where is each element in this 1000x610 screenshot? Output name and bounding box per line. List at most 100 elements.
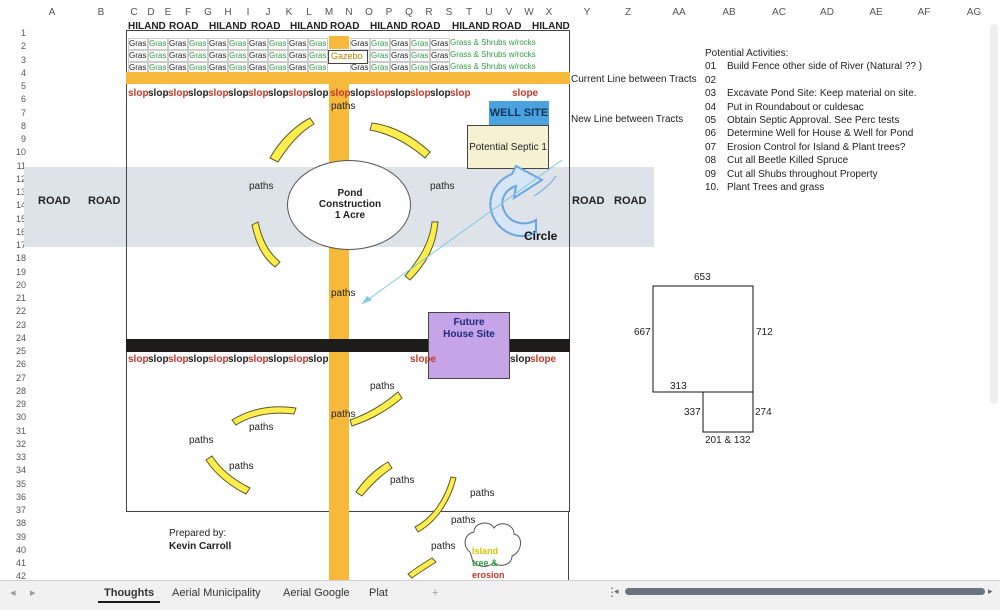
column-header-ac[interactable]: AC bbox=[772, 7, 786, 18]
top-road-cell: HILAND bbox=[452, 21, 490, 32]
column-header-l[interactable]: L bbox=[306, 7, 312, 18]
row-header-30[interactable]: 30 bbox=[15, 412, 26, 423]
row-header-38[interactable]: 38 bbox=[15, 518, 26, 529]
row-header-27[interactable]: 27 bbox=[15, 372, 26, 383]
column-header-e[interactable]: E bbox=[164, 7, 172, 18]
column-header-g[interactable]: G bbox=[204, 7, 212, 18]
column-header-q[interactable]: Q bbox=[405, 7, 413, 18]
tab-scroll-right-icon[interactable]: ▸ bbox=[30, 587, 36, 599]
row-header-20[interactable]: 20 bbox=[15, 279, 26, 290]
column-header-t[interactable]: T bbox=[465, 7, 473, 18]
row-header-4[interactable]: 4 bbox=[20, 67, 26, 78]
row-header-22[interactable]: 22 bbox=[15, 306, 26, 317]
row-header-12[interactable]: 12 bbox=[15, 173, 26, 184]
future-house-box: Future House Site bbox=[428, 312, 510, 379]
row-header-23[interactable]: 23 bbox=[15, 319, 26, 330]
row-header-2[interactable]: 2 bbox=[20, 41, 26, 52]
row-header-17[interactable]: 17 bbox=[15, 240, 26, 250]
column-header-h[interactable]: H bbox=[224, 7, 232, 18]
row-header-6[interactable]: 6 bbox=[20, 94, 26, 105]
hscroll-left-icon[interactable]: ◂ bbox=[614, 586, 619, 596]
tab-plat[interactable]: Plat bbox=[369, 587, 388, 599]
slope-cell: slop bbox=[510, 354, 530, 365]
grass-cell: Gras bbox=[228, 50, 248, 62]
column-header-af[interactable]: AF bbox=[917, 7, 931, 18]
well-site-label: WELL SITE bbox=[489, 107, 549, 119]
column-header-ab[interactable]: AB bbox=[722, 7, 736, 18]
tab-aerial-municipality[interactable]: Aerial Municipality bbox=[172, 587, 261, 599]
column-header-o[interactable]: O bbox=[365, 7, 373, 18]
path-lower-right-1 bbox=[349, 391, 403, 427]
column-header-r[interactable]: R bbox=[425, 7, 433, 18]
row-header-16[interactable]: 16 bbox=[15, 226, 26, 237]
row-header-41[interactable]: 41 bbox=[15, 558, 26, 568]
column-header-f[interactable]: F bbox=[184, 7, 192, 18]
row-header-10[interactable]: 10 bbox=[15, 147, 26, 158]
column-header-x[interactable]: X bbox=[545, 7, 553, 18]
row-header-40[interactable]: 40 bbox=[15, 544, 26, 555]
column-header-n[interactable]: N bbox=[345, 7, 353, 18]
row-header-21[interactable]: 21 bbox=[15, 293, 26, 303]
row-header-25[interactable]: 25 bbox=[15, 346, 26, 356]
row-header-35[interactable]: 35 bbox=[15, 478, 26, 489]
column-header-w[interactable]: W bbox=[524, 7, 534, 18]
more-options-icon[interactable]: ⋮ bbox=[606, 585, 618, 599]
hscroll-right-icon[interactable]: ▸ bbox=[988, 586, 993, 596]
vertical-scrollbar[interactable] bbox=[990, 24, 998, 404]
row-header-31[interactable]: 31 bbox=[15, 425, 26, 436]
add-sheet-button[interactable]: + bbox=[432, 587, 439, 599]
row-header-9[interactable]: 9 bbox=[20, 134, 26, 144]
column-header-k[interactable]: K bbox=[285, 7, 293, 18]
row-header-37[interactable]: 37 bbox=[15, 505, 26, 515]
activity-text: Cut all Shubs throughout Property bbox=[727, 168, 878, 180]
column-header-y[interactable]: Y bbox=[583, 7, 591, 18]
column-header-aa[interactable]: AA bbox=[672, 7, 686, 18]
column-header-ag[interactable]: AG bbox=[966, 7, 982, 18]
column-header-m[interactable]: M bbox=[324, 7, 334, 18]
row-header-26[interactable]: 26 bbox=[15, 359, 26, 370]
row-header-39[interactable]: 39 bbox=[15, 531, 26, 542]
column-header-d[interactable]: D bbox=[147, 7, 155, 18]
row-header-29[interactable]: 29 bbox=[15, 399, 26, 409]
row-header-11[interactable]: 11 bbox=[16, 160, 26, 171]
column-header-b[interactable]: B bbox=[97, 7, 105, 18]
row-header-7[interactable]: 7 bbox=[20, 107, 26, 118]
slope-cell: slop bbox=[188, 88, 208, 99]
column-header-j[interactable]: J bbox=[265, 7, 271, 18]
septic-label: Potential Septic 1 bbox=[469, 142, 547, 153]
row-header-42[interactable]: 42 bbox=[15, 571, 26, 582]
author-name: Kevin Carroll bbox=[169, 541, 232, 552]
row-header-3[interactable]: 3 bbox=[20, 54, 26, 65]
horizontal-scrollbar[interactable] bbox=[625, 588, 985, 595]
column-header-p[interactable]: P bbox=[385, 7, 393, 18]
column-header-z[interactable]: Z bbox=[624, 7, 632, 18]
column-header-v[interactable]: V bbox=[505, 7, 513, 18]
row-header-32[interactable]: 32 bbox=[15, 438, 26, 449]
row-header-14[interactable]: 14 bbox=[15, 200, 26, 211]
grass-cell: Gras bbox=[228, 38, 248, 50]
column-header-ad[interactable]: AD bbox=[820, 7, 834, 18]
tab-scroll-left-icon[interactable]: ◂ bbox=[10, 587, 16, 599]
slope-cell: slope bbox=[512, 88, 539, 99]
row-header-13[interactable]: 13 bbox=[15, 187, 26, 197]
row-header-8[interactable]: 8 bbox=[20, 120, 26, 131]
row-header-1[interactable]: 1 bbox=[20, 28, 26, 38]
tab-thoughts[interactable]: Thoughts bbox=[98, 585, 161, 603]
row-header-28[interactable]: 28 bbox=[15, 385, 26, 396]
row-header-18[interactable]: 18 bbox=[15, 253, 26, 264]
row-header-5[interactable]: 5 bbox=[20, 81, 26, 91]
column-header-a[interactable]: A bbox=[48, 7, 56, 18]
row-header-15[interactable]: 15 bbox=[15, 213, 26, 224]
column-header-c[interactable]: C bbox=[130, 7, 138, 18]
column-header-i[interactable]: I bbox=[246, 7, 250, 18]
column-header-ae[interactable]: AE bbox=[869, 7, 883, 18]
column-header-s[interactable]: S bbox=[445, 7, 453, 18]
column-header-u[interactable]: U bbox=[485, 7, 493, 18]
tab-aerial-google[interactable]: Aerial Google bbox=[283, 587, 350, 599]
row-header-36[interactable]: 36 bbox=[15, 491, 26, 502]
row-header-19[interactable]: 19 bbox=[15, 266, 26, 277]
row-header-34[interactable]: 34 bbox=[15, 465, 26, 476]
row-header-24[interactable]: 24 bbox=[15, 332, 26, 343]
row-header-33[interactable]: 33 bbox=[15, 452, 26, 462]
